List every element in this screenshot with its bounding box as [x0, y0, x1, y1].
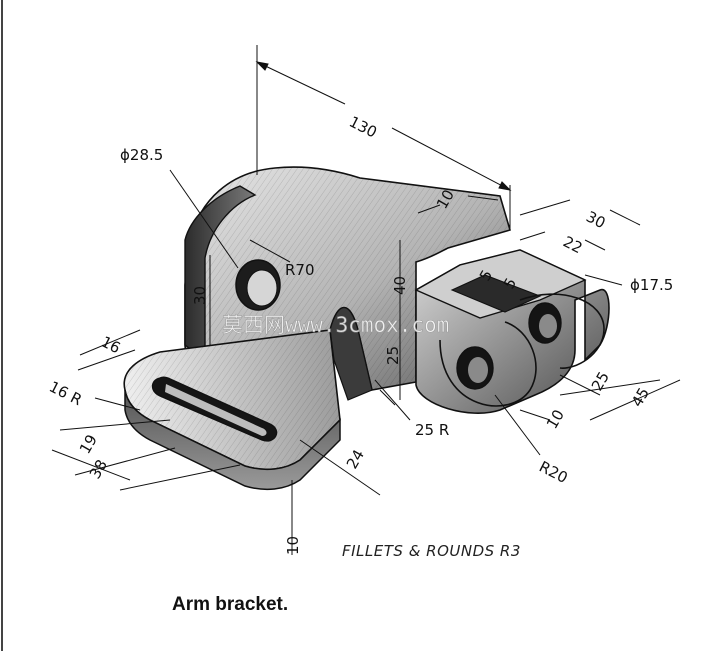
- arm-inner-cut: [329, 307, 373, 401]
- figure-caption: Arm bracket.: [172, 594, 289, 615]
- dimension-lines: [51, 45, 681, 555]
- dim-clevis-slot: 22: [560, 233, 585, 258]
- watermark-text: 莫西网www.3cmox.com: [222, 313, 449, 337]
- fillets-rounds-note: FILLETS & ROUNDS R3: [342, 542, 521, 560]
- base-slot-inner: [165, 384, 267, 436]
- dim-clevis-length-b: 45: [628, 384, 653, 410]
- arm-bracket-part: [123, 166, 610, 491]
- dim-overall-length: 130: [346, 113, 380, 142]
- dim-base-width: 38: [86, 456, 111, 482]
- base-plate-front-face: [124, 389, 341, 491]
- dim-arm-radius: R70: [285, 261, 315, 279]
- clevis-hole-front-inner: [468, 357, 488, 383]
- dim-inner-offset: 25: [384, 346, 402, 365]
- dim-base-thickness: 10: [284, 536, 302, 555]
- arm-body-hatch: [185, 167, 510, 390]
- top-boss-hole-inner: [246, 269, 278, 307]
- dim-inner-height: 40: [391, 276, 409, 295]
- clevis-lug-front: [439, 321, 537, 407]
- dim-base-slot-width: 16: [98, 333, 123, 358]
- clevis-slot-face: [450, 274, 542, 313]
- dim-clevis-hole: ϕ17.5: [630, 276, 673, 294]
- dim-clevis-thickness: 10: [543, 406, 568, 432]
- dim-clevis-radius: R20: [536, 458, 570, 487]
- dim-base-depth: 24: [343, 446, 368, 472]
- dim-inner-fillet: 25 R: [415, 421, 449, 439]
- clevis-lug-back: [519, 293, 605, 369]
- base-plate-hatch: [124, 330, 340, 470]
- dim-base-slot-radius: 16 R: [46, 378, 85, 410]
- dim-base-slot-length: 19: [76, 431, 101, 457]
- dim-upright-height: 30: [191, 286, 209, 305]
- dim-top-boss-hole: ϕ28.5: [120, 146, 163, 164]
- clevis-hole-back-inner: [539, 314, 557, 338]
- arm-side-face: [184, 185, 257, 362]
- dim-clevis-width: 30: [583, 208, 608, 233]
